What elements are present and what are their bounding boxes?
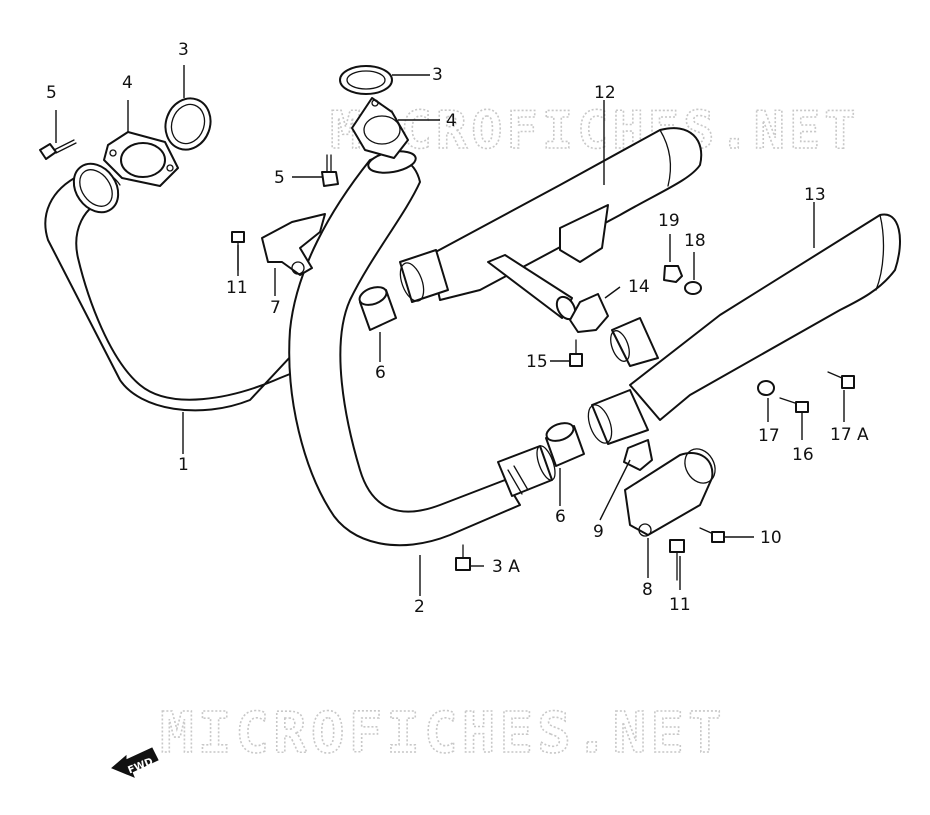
callout-17: 17 [758,426,780,446]
bolt-10[interactable] [699,527,725,543]
heat-shield[interactable] [624,443,721,537]
callout-16: 16 [792,445,814,465]
rear-exhaust-pipe[interactable] [288,148,559,547]
callout-15: 15 [526,352,548,372]
leader-lines [55,65,845,596]
callout-9: 9 [593,522,604,542]
flange-bolt-left[interactable] [39,139,77,160]
callout-1: 1 [178,455,189,475]
callout-18: 18 [684,231,706,251]
nut-19[interactable] [663,265,683,283]
washer-17[interactable] [757,380,775,396]
callout-2: 2 [414,597,425,617]
callout-19: 19 [658,211,680,231]
front-exhaust-pipe[interactable] [44,155,331,412]
callout-4-right: 4 [446,111,457,131]
fwd-direction-marker: FWD [111,747,159,778]
exhaust-gasket-right[interactable] [339,65,393,95]
callout-3-right: 3 [432,65,443,85]
pipe-sleeve-upper[interactable] [357,284,397,331]
washer-18[interactable] [684,281,702,295]
callout-5-left: 5 [46,83,57,103]
flange-bolt-right[interactable] [321,154,339,187]
rear-muffler[interactable] [396,127,703,322]
callout-12: 12 [594,83,616,103]
muffler-clamp[interactable] [569,293,609,333]
callout-5-right: 5 [274,168,285,188]
front-muffler[interactable] [584,213,901,446]
watermark-bottom: MICROFICHES.NET [160,701,726,766]
callout-14: 14 [628,277,650,297]
pipe-clamp-upper[interactable] [261,213,326,276]
exhaust-gasket-left[interactable] [158,92,217,156]
bolt-15[interactable] [569,339,583,367]
arrow-left-icon [111,747,159,778]
callout-13: 13 [804,185,826,205]
callout-3-left: 3 [178,40,189,60]
watermark-top: MICROFICHES.NET [330,101,860,161]
exhaust-flange-left[interactable] [103,131,179,187]
exhaust-flange-right[interactable] [351,97,409,159]
pipe-sleeve-lower[interactable] [544,420,585,467]
callout-6-upper: 6 [375,363,386,383]
muffler-bracket[interactable] [623,439,653,471]
callout-8: 8 [642,580,653,600]
callout-11-upper: 11 [226,278,248,298]
callout-10: 10 [760,528,782,548]
bolt-11-lower[interactable] [669,539,685,581]
callout-11-lower: 11 [669,595,691,615]
callout-7: 7 [270,298,281,318]
callout-17a: 17 A [830,425,869,445]
callout-6-lower: 6 [555,507,566,527]
callout-4-left: 4 [122,73,133,93]
bolt-16[interactable] [779,397,809,413]
bolt-3a[interactable] [455,544,471,571]
callout-3a: 3 A [492,557,520,577]
bolt-17a[interactable] [827,371,855,389]
